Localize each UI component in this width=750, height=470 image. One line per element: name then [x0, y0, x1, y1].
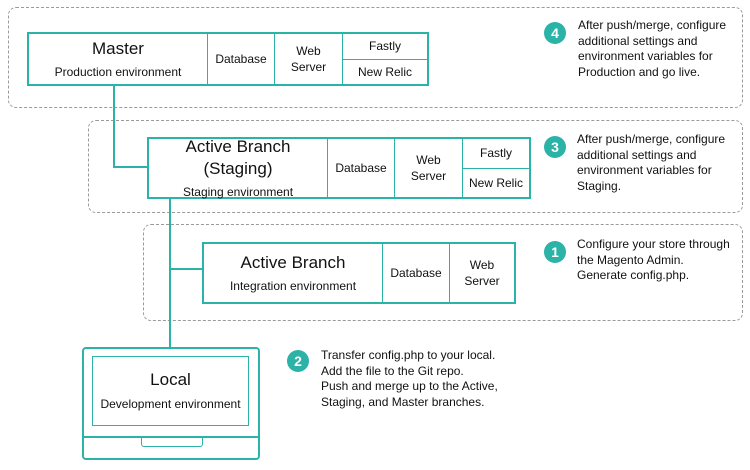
- integration-title: Active Branch: [240, 252, 346, 272]
- staging-fastly: Fastly: [479, 146, 512, 161]
- master-title-cell: Master Production environment: [29, 34, 207, 84]
- staging-database-cell: Database: [327, 139, 394, 197]
- laptop-base-line: [82, 436, 260, 438]
- local-title: Local: [150, 370, 191, 389]
- integration-environment-box: Active Branch Integration environment Da…: [202, 242, 516, 304]
- laptop-icon: [82, 347, 260, 460]
- local-subtitle: Development environment: [100, 397, 241, 411]
- step-1-text: Configure your store through the Magento…: [577, 237, 730, 282]
- step-2-badge: 2: [287, 350, 309, 372]
- integration-subtitle: Integration environment: [229, 278, 357, 293]
- master-fastly: Fastly: [368, 39, 401, 54]
- master-title: Master: [92, 38, 144, 58]
- step-3-text: After push/merge, configure additional s…: [577, 132, 726, 193]
- master-database-cell: Database: [207, 34, 274, 84]
- step-2-text: Transfer config.php to your local. Add t…: [321, 348, 498, 409]
- integration-group-frame: [143, 224, 743, 321]
- integration-web-server-cell: Web Server: [449, 244, 514, 302]
- step-4-text: After push/merge, configure additional s…: [578, 18, 727, 79]
- integration-database-cell: Database: [382, 244, 449, 302]
- staging-group-frame: [88, 120, 743, 213]
- staging-subtitle: Staging environment: [182, 184, 294, 199]
- connector-staging-vertical: [169, 198, 171, 349]
- connector-integration-horizontal: [169, 268, 204, 270]
- connector-master-horizontal: [113, 166, 149, 168]
- production-group-frame: [8, 7, 743, 108]
- master-subtitle: Production environment: [54, 64, 182, 79]
- master-web-server-cell: Web Server: [274, 34, 342, 84]
- master-new-relic: New Relic: [343, 58, 427, 85]
- staging-services-cell: Fastly New Relic: [462, 139, 529, 197]
- laptop-trackpad: [141, 437, 203, 447]
- staging-environment-box: Active Branch (Staging) Staging environm…: [147, 137, 531, 199]
- staging-web-server-cell: Web Server: [394, 139, 462, 197]
- staging-new-relic: New Relic: [463, 167, 529, 198]
- integration-title-cell: Active Branch Integration environment: [204, 244, 382, 302]
- step-3-badge: 3: [544, 136, 566, 158]
- master-environment-box: Master Production environment Database W…: [27, 32, 429, 86]
- local-environment-box: Local Development environment: [92, 356, 249, 426]
- staging-title-cell: Active Branch (Staging) Staging environm…: [149, 136, 327, 199]
- staging-title: Active Branch (Staging): [185, 136, 291, 178]
- connector-master-vertical: [113, 84, 115, 168]
- master-services-cell: Fastly New Relic: [342, 34, 427, 84]
- step-4-badge: 4: [544, 22, 566, 44]
- step-1-badge: 1: [544, 241, 566, 263]
